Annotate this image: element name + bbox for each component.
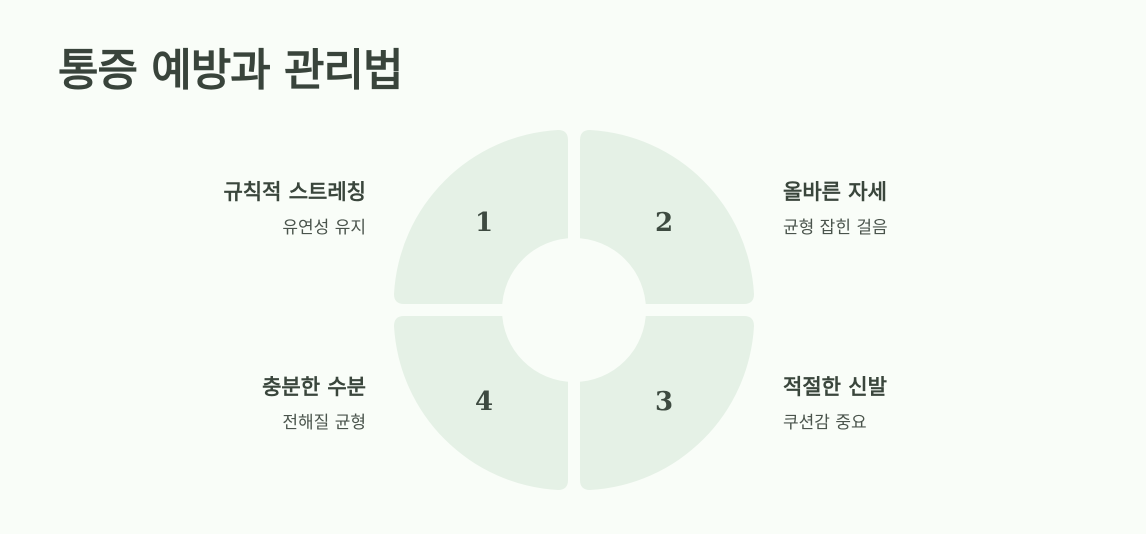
- page-title: 통증 예방과 관리법: [58, 45, 403, 96]
- quadrant-1-heading: 규칙적 스트레칭: [223, 180, 366, 204]
- quadrant-3-number: 3: [655, 387, 673, 417]
- quadrant-4-description: 전해질 균형: [282, 413, 366, 433]
- center-hole: [502, 238, 646, 382]
- quadrant-2-number: 2: [655, 208, 673, 238]
- quadrant-2-label: 올바른 자세 균형 잡힌 걸음: [783, 178, 1023, 240]
- quadrant-4-heading: 충분한 수분: [262, 375, 366, 399]
- quadrant-4-label: 충분한 수분 전해질 균형: [126, 373, 366, 435]
- quadrant-2-description: 균형 잡힌 걸음: [783, 218, 888, 238]
- quadrant-3-label: 적절한 신발 쿠션감 중요: [783, 373, 1023, 435]
- quadrant-1-description: 유연성 유지: [282, 218, 366, 238]
- quadrant-3-heading: 적절한 신발: [783, 375, 887, 399]
- quadrant-1-label: 규칙적 스트레칭 유연성 유지: [126, 178, 366, 240]
- quadrant-2-heading: 올바른 자세: [783, 180, 887, 204]
- quadrant-1-number: 1: [475, 208, 493, 238]
- quadrant-4-number: 4: [475, 387, 493, 417]
- quadrant-3-description: 쿠션감 중요: [783, 413, 867, 433]
